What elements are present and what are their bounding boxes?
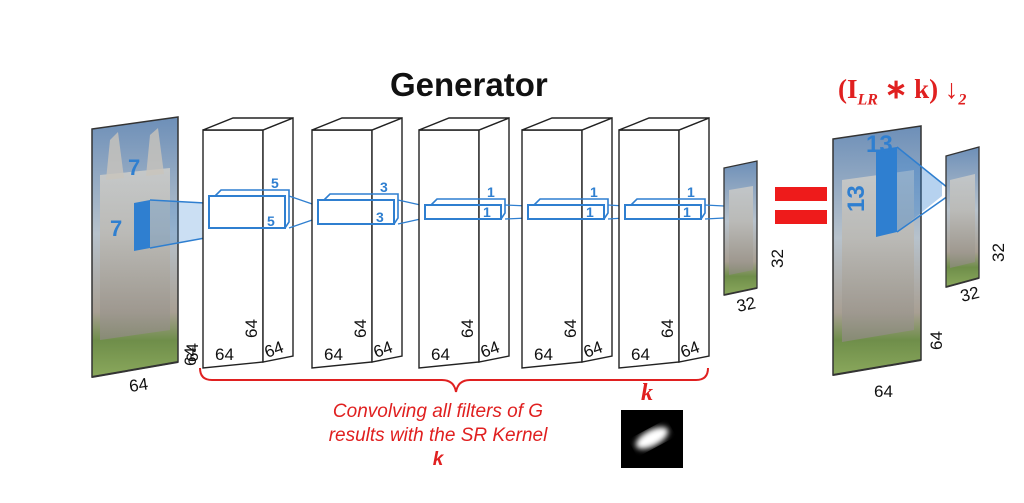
output-height-label: 32 [768,249,787,268]
layer-height-label: 64 [658,319,677,338]
layer-top-face [521,117,613,131]
formula-base: (I [838,74,858,104]
layer-kernel-depth [533,198,609,220]
layer-kernel-side-label: 5 [267,213,275,229]
right-kernel-height-label: 13 [843,185,870,212]
layer-top-face [311,117,403,131]
input-kernel-height-label: 7 [128,155,140,180]
layer-side-face [678,116,710,363]
equals-sign [775,187,827,224]
layer-side-face [262,116,294,363]
layer-kernel-top-label: 1 [590,184,598,200]
input-kernel [134,199,206,251]
layer-top-face [618,117,710,131]
output-image-small [723,160,758,296]
input-kernel-width-label: 7 [110,216,122,241]
caption: Convolving all filters of G results with… [268,400,608,472]
formula-subscript: LR [857,91,878,109]
right-height-label: 64 [927,331,946,350]
first-layer-left-height-label: 64 [181,347,200,366]
layer-kernel-depth [214,189,290,229]
layer-width-label: 64 [631,345,650,364]
formula-rest: ∗ k) ↓ [877,74,959,104]
layer-height-label: 64 [561,319,580,338]
layer-kernel-box [624,204,702,220]
right-kernel [876,146,949,237]
layer-kernel-depth [430,198,506,220]
layer-kernel-top-label: 5 [271,175,279,191]
right-output-width-label: 32 [958,283,981,306]
layer-width-label: 64 [534,345,553,364]
layer-kernel-side-label: 3 [376,209,384,225]
caption-line-1: Convolving all filters of G [332,401,544,422]
layer-kernel-top-label: 1 [687,184,695,200]
layer-height-label: 64 [242,319,261,338]
caption-line-2: results with the SR Kernel [328,425,548,446]
layer-top-face [418,117,510,131]
caption-line-3: k [432,449,444,470]
right-width-label: 64 [874,382,893,401]
layer-side-face [371,116,403,363]
downsampling-formula: (ILR ∗ k) ↓2 [838,74,966,109]
kernel-label: k [641,380,653,406]
layer-side-face [478,116,510,363]
right-kernel-width-label: 13 [866,131,893,158]
layer-kernel-side-label: 1 [683,204,691,220]
layer-width-label: 64 [324,345,343,364]
input-height-label: 64 [183,343,202,362]
layer-kernel-top-label: 3 [380,179,388,195]
layer-side-face [581,116,613,363]
sr-kernel-image [621,410,683,468]
layer-width-label: 64 [431,345,450,364]
layer-height-label: 64 [351,319,370,338]
layers-bracket [199,367,709,393]
layer-kernel-side-label: 1 [586,204,594,220]
layer-kernel-box [527,204,605,220]
layer-height-label: 64 [458,319,477,338]
input-width-label: 64 [128,375,149,396]
layer-kernel-box [424,204,502,220]
right-output-image [945,146,980,288]
layer-width-label: 64 [215,345,234,364]
layer-kernel-depth [630,198,706,220]
right-output-height-label: 32 [989,243,1008,262]
layer-kernel-depth [323,193,399,225]
layer-kernel-side-label: 1 [483,204,491,220]
layer-connector-bottom [704,217,725,220]
layer-kernel-box [317,199,395,225]
formula-down-subscript: 2 [958,91,967,109]
layer-kernel-box [208,195,286,229]
output-width-label: 32 [735,293,757,316]
layer-top-face [202,117,294,131]
layer-kernel-top-label: 1 [487,184,495,200]
layer-connector-top [704,204,725,207]
diagram-title: Generator [390,66,548,103]
